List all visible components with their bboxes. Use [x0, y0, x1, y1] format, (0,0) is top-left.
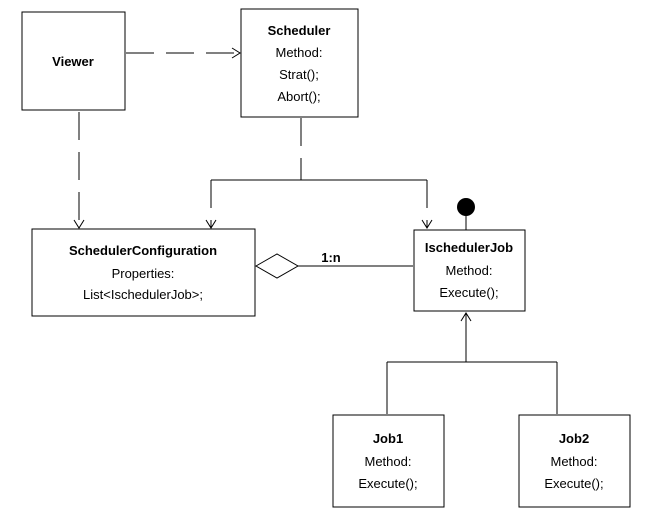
aggregation-association	[254, 253, 413, 279]
job1-execute-method: Execute();	[358, 476, 417, 491]
implementation-tree	[386, 312, 558, 414]
scheduler-class-title: Scheduler	[268, 23, 331, 38]
scheduler-method-label: Method:	[276, 45, 323, 60]
job2-class-box: Job2 Method: Execute();	[518, 414, 631, 508]
association-multiplicity-label: 1:n	[321, 250, 341, 265]
interface-lollipop	[457, 198, 475, 230]
ischeduler-job-method-label: Method:	[446, 263, 493, 278]
aggregation-diamond	[254, 253, 300, 279]
viewer-to-configuration-dependency	[73, 112, 85, 229]
ischeduler-job-title: IschedulerJob	[425, 240, 513, 255]
ischeduler-job-execute-method: Execute();	[439, 285, 498, 300]
scheduler-start-method: Strat();	[279, 67, 319, 82]
job1-class-title: Job1	[373, 431, 403, 446]
scheduler-configuration-class-title: SchedulerConfiguration	[69, 243, 217, 258]
viewer-class-title: Viewer	[52, 54, 94, 69]
job1-class-box: Job1 Method: Execute();	[332, 414, 445, 508]
scheduler-configuration-job-list: List<IschedulerJob>;	[83, 287, 203, 302]
job2-execute-method: Execute();	[544, 476, 603, 491]
interface-marker-icon	[457, 198, 475, 216]
scheduler-abort-method: Abort();	[277, 89, 320, 104]
scheduler-dependency-branch	[205, 118, 433, 229]
ischeduler-job-interface-box: IschedulerJob Method: Execute();	[413, 229, 526, 312]
viewer-class-box: Viewer	[21, 11, 126, 111]
scheduler-configuration-properties-label: Properties:	[112, 266, 175, 281]
connectors	[73, 47, 558, 414]
job2-method-label: Method:	[551, 454, 598, 469]
job1-method-label: Method:	[365, 454, 412, 469]
job2-class-title: Job2	[559, 431, 589, 446]
viewer-to-scheduler-dependency	[126, 47, 241, 59]
scheduler-class-box: Scheduler Method: Strat(); Abort();	[240, 8, 359, 118]
scheduler-configuration-class-box: SchedulerConfiguration Properties: List<…	[31, 228, 256, 317]
